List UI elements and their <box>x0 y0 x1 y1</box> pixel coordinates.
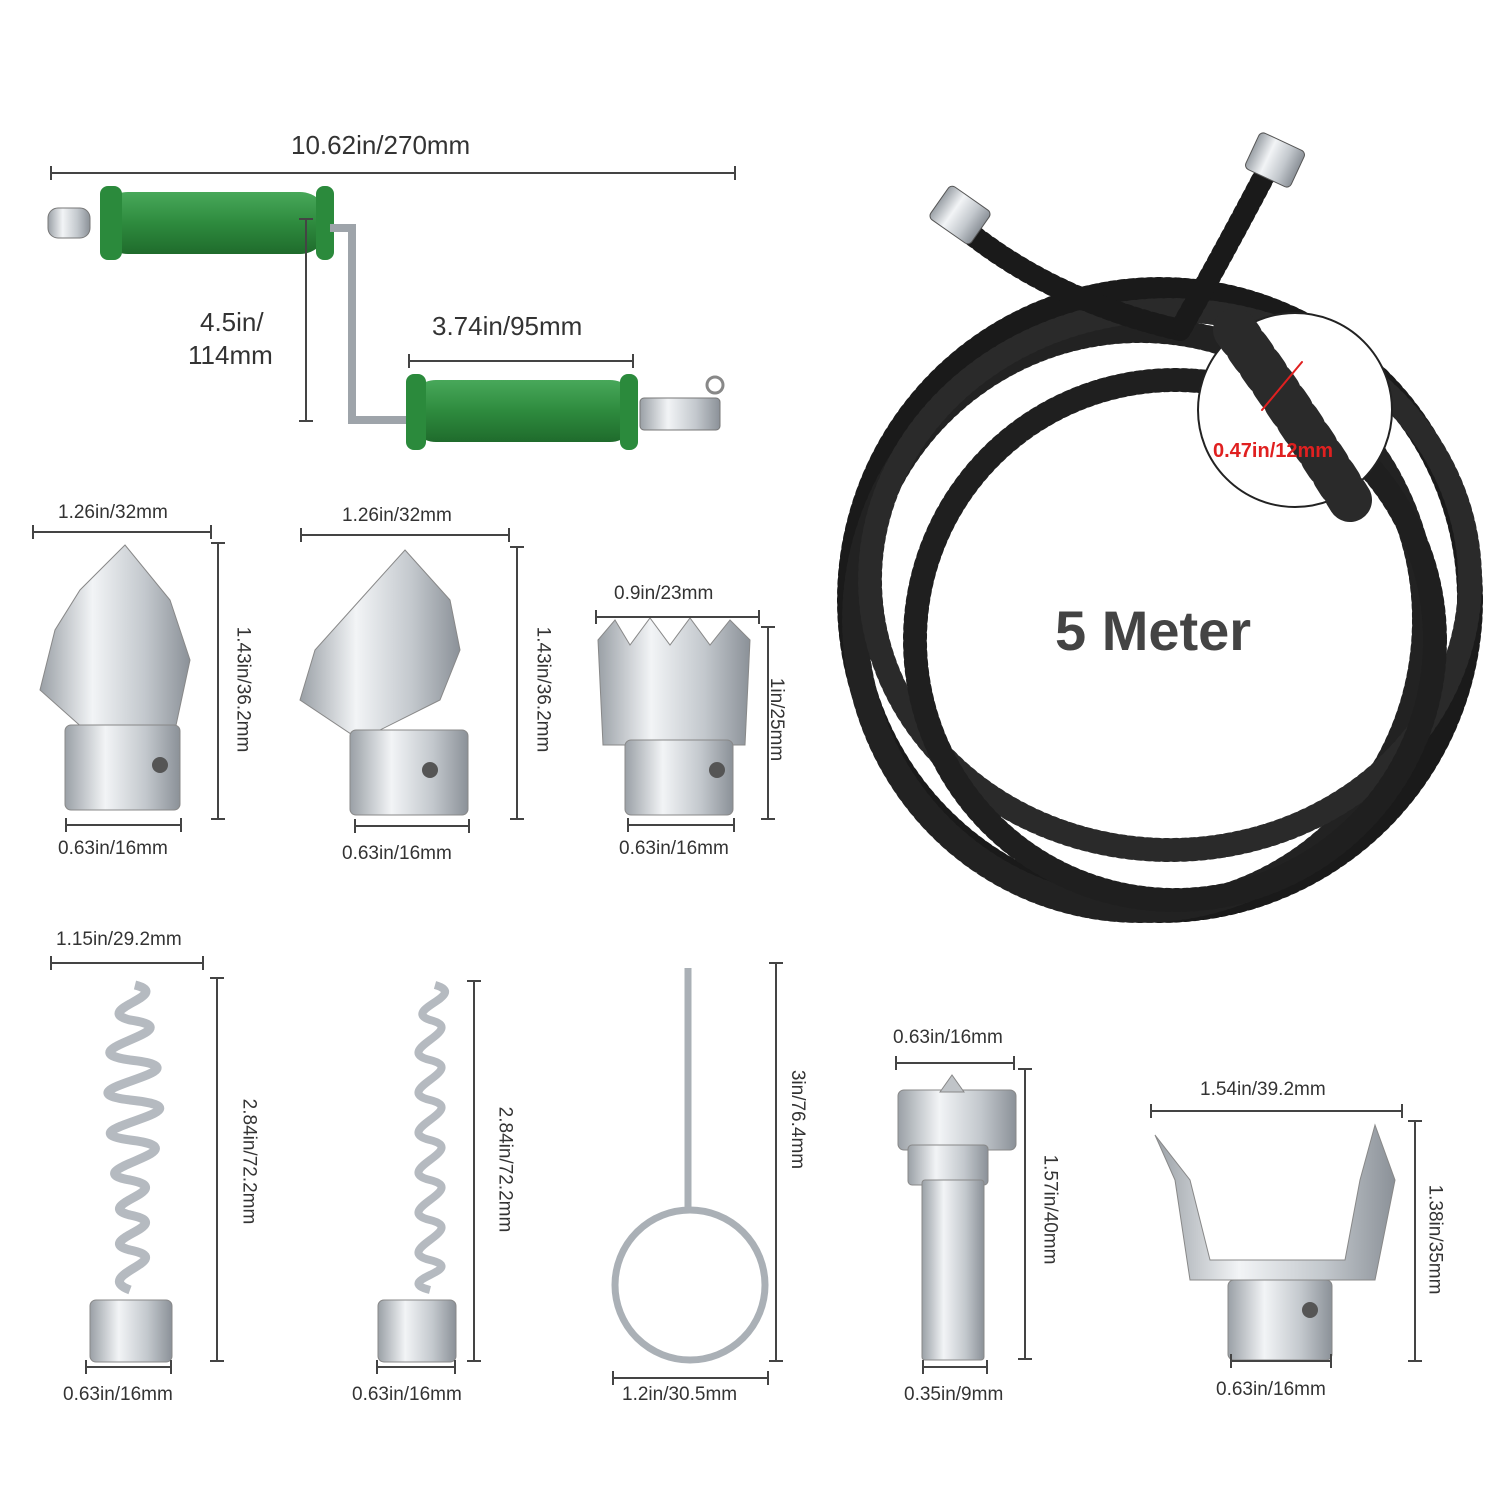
head1-base-label: 0.63in/16mm <box>58 838 168 859</box>
dim-head1-height-line <box>211 542 225 820</box>
dim-ublade-width-line <box>1150 1104 1403 1118</box>
straight-base-label: 0.63in/16mm <box>352 1384 462 1405</box>
head2-width-label: 1.26in/32mm <box>342 505 452 526</box>
dim-ublade-height-line <box>1408 1120 1422 1362</box>
drain-cable-coil <box>837 132 1483 923</box>
head1-width-label: 1.26in/32mm <box>58 502 168 523</box>
handle-chuck <box>639 397 721 431</box>
handle-height-label-line2: 114mm <box>188 340 273 370</box>
dim-connector-height-line <box>1018 1068 1032 1360</box>
ring-key-shape <box>611 968 769 1364</box>
handle-height-label-line1: 4.5in/ <box>200 307 264 337</box>
head1-height-label: 1.43in/36.2mm <box>232 626 254 753</box>
connector-base-label: 0.35in/9mm <box>904 1384 1004 1405</box>
dim-connector-width-line <box>895 1056 1015 1070</box>
handle-top-grip <box>100 192 328 254</box>
dim-ring-base-line <box>612 1371 769 1385</box>
connector-width-label: 0.63in/16mm <box>893 1027 1003 1048</box>
handle-bottom-grip <box>408 380 638 442</box>
connector-height-label: 1.57in/40mm <box>1039 1154 1061 1265</box>
dim-straight-height-line <box>467 980 481 1362</box>
straight-auger-shape <box>377 981 457 1363</box>
handle-end-nut <box>47 207 91 239</box>
dim-handle-height-line <box>299 218 313 422</box>
arrow-head-2-shape <box>299 549 469 816</box>
dim-head1-base-line <box>65 818 182 832</box>
dim-head1-width-line <box>32 525 212 539</box>
bulb-base-label: 0.63in/16mm <box>63 1384 173 1405</box>
cable-length-label: 5 Meter <box>1055 599 1252 662</box>
ublade-width-label: 1.54in/39.2mm <box>1200 1079 1326 1100</box>
dim-connector-base-line <box>922 1360 988 1374</box>
coil-diameter-label: 0.47in/12mm <box>1213 440 1334 462</box>
dim-crown-base-line <box>627 818 735 832</box>
dim-ring-height-line <box>769 962 783 1362</box>
dim-bulb-base-line <box>85 1360 172 1374</box>
straight-height-label: 2.84in/72.2mm <box>494 1106 516 1233</box>
dim-head2-height-line <box>510 546 524 820</box>
head2-height-label: 1.43in/36.2mm <box>532 626 554 753</box>
crown-base-label: 0.63in/16mm <box>619 838 729 859</box>
dim-bulb-height-line <box>210 977 224 1362</box>
u-blade-shape <box>1154 1123 1396 1361</box>
crank-handle <box>47 186 725 450</box>
connector-shape <box>897 1074 1017 1361</box>
ring-base-label: 1.2in/30.5mm <box>622 1384 738 1405</box>
crown-height-label: 1in/25mm <box>766 677 788 762</box>
dim-ublade-base-line <box>1230 1354 1332 1368</box>
dim-handle-overall-line <box>50 166 736 180</box>
arrow-head-1-shape <box>39 544 191 811</box>
ring-height-label: 3in/76.4mm <box>787 1069 809 1170</box>
ublade-base-label: 0.63in/16mm <box>1216 1379 1326 1400</box>
handle-grip-label: 3.74in/95mm <box>432 311 583 341</box>
ublade-height-label: 1.38in/35mm <box>1424 1184 1446 1295</box>
crown-width-label: 0.9in/23mm <box>614 583 714 604</box>
crown-cutter-shape <box>597 617 751 816</box>
dim-crown-height-line <box>761 626 775 820</box>
handle-crank-rod <box>330 224 410 424</box>
handle-overall-label: 10.62in/270mm <box>291 130 471 160</box>
dim-bulb-width-line <box>50 956 204 970</box>
dim-head2-base-line <box>354 819 470 833</box>
dim-straight-base-line <box>376 1360 456 1374</box>
bulb-height-label: 2.84in/72.2mm <box>238 1098 260 1225</box>
bulb-auger-shape <box>89 980 173 1363</box>
bulb-width-label: 1.15in/29.2mm <box>56 929 182 950</box>
dim-crown-width-line <box>595 610 760 624</box>
head2-base-label: 0.63in/16mm <box>342 843 452 864</box>
dim-handle-grip-line <box>408 354 634 368</box>
dim-head2-width-line <box>300 528 510 542</box>
